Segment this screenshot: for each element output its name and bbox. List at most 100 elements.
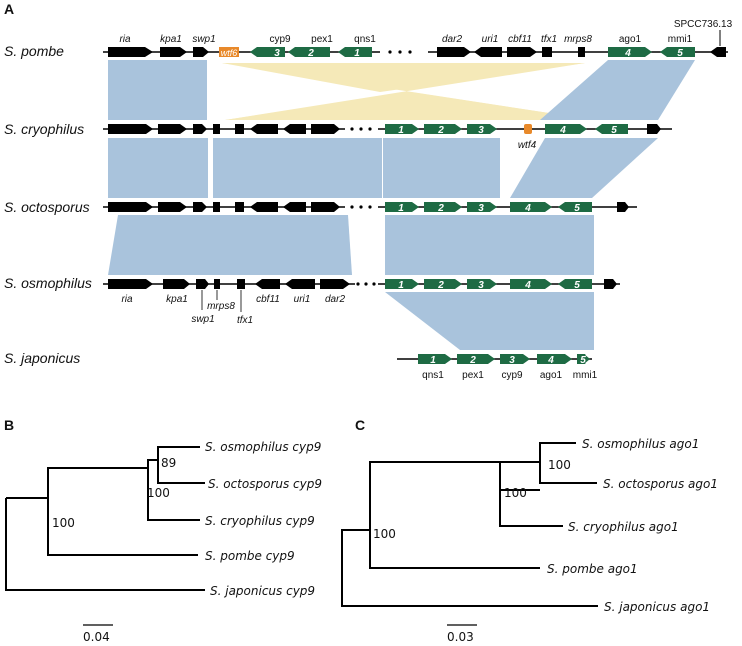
gene-label-mmi1: mmi1 bbox=[573, 370, 598, 381]
gene-label-qns1: qns1 bbox=[422, 370, 444, 381]
leaf-b-octosporus: S. octosporus cyp9 bbox=[208, 477, 322, 491]
gene-mrps8 bbox=[578, 47, 585, 57]
gene-pex1 bbox=[457, 354, 495, 364]
track-osmophilus: 1 2 3 4 5 ria kpa1 swp1 mrps8 tfx1 cbf11… bbox=[103, 279, 620, 326]
block-num: 1 bbox=[398, 203, 404, 214]
block-num: 1 bbox=[398, 125, 404, 136]
gene-cyp9 bbox=[467, 124, 497, 134]
block-num: 2 bbox=[469, 355, 476, 366]
species-osmophilus: S. osmophilus bbox=[4, 275, 92, 291]
gene-label-dar2: dar2 bbox=[325, 294, 345, 305]
gene-swp1 bbox=[196, 279, 209, 289]
ribbon-octo-osmo-left bbox=[108, 215, 352, 275]
block-num: 1 bbox=[354, 48, 360, 59]
gene-mrps8 bbox=[213, 124, 220, 134]
tree-b: S. osmophilus cyp9 S. octosporus cyp9 S.… bbox=[5, 440, 322, 644]
block-num: 4 bbox=[624, 48, 631, 59]
leaf-c-japonicus: S. japonicus ago1 bbox=[604, 600, 710, 614]
gene-label-mmi1: mmi1 bbox=[668, 34, 693, 45]
gene-pex1 bbox=[424, 202, 462, 212]
leaf-b-japonicus: S. japonicus cyp9 bbox=[210, 584, 315, 598]
gene-ria bbox=[108, 124, 153, 134]
block-num: 3 bbox=[478, 125, 484, 136]
gene-mmi1 bbox=[558, 202, 592, 212]
ribbon-osmo-japo bbox=[385, 292, 594, 350]
leaf-c-pombe: S. pombe ago1 bbox=[547, 562, 638, 576]
inversion-ribbon-top bbox=[222, 63, 585, 92]
gene-label-tfx1: tfx1 bbox=[541, 34, 557, 45]
bootstrap-b-89: 89 bbox=[161, 456, 176, 470]
gene-qns1 bbox=[385, 279, 419, 289]
gene-cyp9 bbox=[467, 279, 497, 289]
gene-cbf11 bbox=[250, 124, 278, 134]
gene-label-cyp9: cyp9 bbox=[501, 370, 523, 381]
gene-label-wtf4: wtf4 bbox=[518, 140, 537, 151]
block-num: 2 bbox=[307, 48, 314, 59]
ribbon-pombe-cryo-right bbox=[540, 60, 695, 120]
gene-label-ago1: ago1 bbox=[540, 370, 563, 381]
gene-qns1 bbox=[418, 354, 452, 364]
gene-ago1 bbox=[537, 354, 572, 364]
bootstrap-c-100b: 100 bbox=[504, 486, 527, 500]
gene-mrps8 bbox=[214, 279, 220, 289]
gene-dar2 bbox=[437, 47, 471, 57]
panel-label-b: B bbox=[4, 417, 14, 433]
track-octosporus: 1 2 3 4 5 bbox=[103, 202, 637, 214]
gene-label-tfx1: tfx1 bbox=[237, 315, 253, 326]
gene-ago1 bbox=[510, 279, 552, 289]
block-num: 3 bbox=[478, 280, 484, 291]
gene-label-mrps8: mrps8 bbox=[564, 34, 592, 45]
gene-swp1 bbox=[193, 124, 207, 134]
block-num: 1 bbox=[430, 355, 436, 366]
gene-dar2 bbox=[320, 279, 350, 289]
gene-pex1 bbox=[424, 279, 462, 289]
gene-ria bbox=[108, 279, 153, 289]
gene-dar2 bbox=[311, 124, 340, 134]
gene-tfx1 bbox=[235, 124, 244, 134]
gene-label-qns1: qns1 bbox=[354, 34, 376, 45]
gene-spcc bbox=[617, 202, 629, 212]
leaf-c-osmophilus: S. osmophilus ago1 bbox=[582, 437, 699, 451]
species-cryophilus: S. cryophilus bbox=[4, 121, 84, 137]
gene-ria bbox=[108, 47, 153, 57]
block-num: 5 bbox=[611, 125, 617, 136]
block-num: 3 bbox=[478, 203, 484, 214]
ribbon-cryo-octo-mid bbox=[383, 138, 500, 198]
gene-spcc bbox=[710, 47, 726, 57]
ribbon-cryo-octo-right bbox=[510, 138, 658, 198]
block-num: 4 bbox=[524, 280, 531, 291]
gene-spcc bbox=[604, 279, 617, 289]
gene-tfx1 bbox=[235, 202, 244, 212]
gene-label-dar2: dar2 bbox=[442, 34, 462, 45]
gene-cyp9 bbox=[467, 202, 497, 212]
block-num: 5 bbox=[574, 203, 580, 214]
block-num: 4 bbox=[524, 203, 531, 214]
gene-label-kpa1: kpa1 bbox=[160, 34, 182, 45]
leaf-b-osmophilus: S. osmophilus cyp9 bbox=[205, 440, 321, 454]
gene-tfx1 bbox=[542, 47, 552, 57]
gene-pex1 bbox=[288, 47, 330, 57]
gene-label-ago1: ago1 bbox=[619, 34, 642, 45]
inversion-ribbon-bottom bbox=[225, 92, 595, 120]
gene-wtf6 bbox=[219, 47, 239, 57]
block-num: 2 bbox=[437, 280, 444, 291]
gene-kpa1 bbox=[160, 47, 187, 57]
gene-mmi1 bbox=[558, 279, 592, 289]
gene-uri1 bbox=[474, 47, 502, 57]
species-octosporus: S. octosporus bbox=[4, 199, 90, 215]
block-num: 4 bbox=[547, 355, 554, 366]
gene-label-uri1: uri1 bbox=[294, 294, 311, 305]
gene-label-cbf11: cbf11 bbox=[508, 34, 532, 45]
gene-mrps8 bbox=[213, 202, 220, 212]
gene-cbf11 bbox=[507, 47, 537, 57]
gene-uri1 bbox=[283, 202, 306, 212]
gene-label-swp1: swp1 bbox=[191, 314, 214, 325]
scale-label-b: 0.04 bbox=[83, 630, 110, 644]
gene-cyp9 bbox=[250, 47, 285, 57]
tree-c: S. osmophilus ago1 S. octosporus ago1 S.… bbox=[341, 437, 718, 644]
gene-label-ria: ria bbox=[119, 34, 131, 45]
gene-label-cbf11: cbf11 bbox=[256, 294, 280, 305]
gene-label-uri1: uri1 bbox=[482, 34, 499, 45]
ribbon-cryo-octo-left-a bbox=[108, 138, 208, 198]
block-num: 2 bbox=[437, 125, 444, 136]
